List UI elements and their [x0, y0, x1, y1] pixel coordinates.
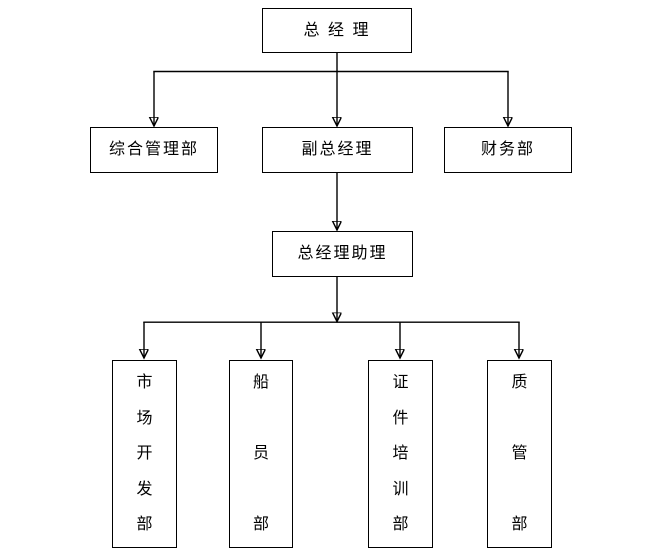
node-deputy-general-manager: 副总经理 [262, 127, 413, 173]
node-crew-dept: 船员部 [229, 360, 293, 548]
node-quality-management-dept: 质管部 [487, 360, 552, 548]
node-comprehensive-management-dept: 综合管理部 [90, 127, 218, 173]
node-finance-dept: 财务部 [444, 127, 572, 173]
node-general-manager-assistant: 总经理助理 [272, 231, 413, 277]
node-market-development-dept: 市场开发部 [112, 360, 177, 548]
node-general-manager: 总 经 理 [262, 8, 412, 53]
node-certificate-training-dept: 证件培训部 [368, 360, 433, 548]
